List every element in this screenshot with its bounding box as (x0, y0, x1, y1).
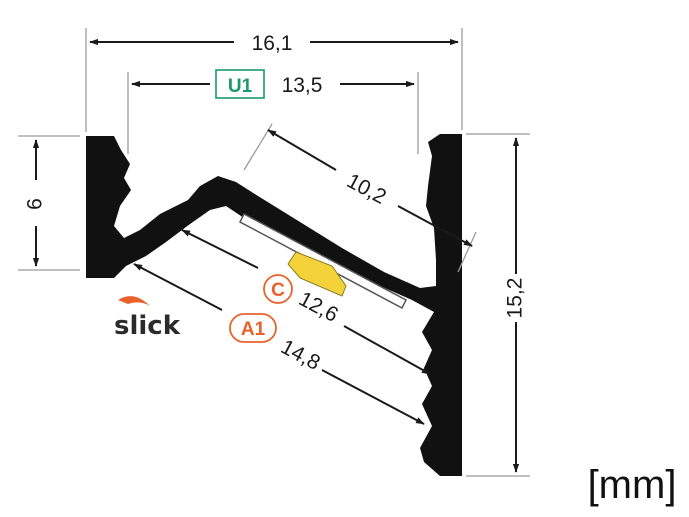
c-tag-circle (263, 274, 293, 304)
u1-tag: U1 (228, 76, 253, 97)
aluminum-profile (86, 134, 462, 476)
side-height-label: 6 (24, 198, 47, 210)
a1-tag-box (229, 313, 277, 343)
u1-tag-box (215, 69, 265, 99)
logo-swoosh-icon (118, 296, 150, 306)
led-width-label: 10,2 (343, 169, 390, 208)
total-height-label: 15,2 (504, 278, 527, 319)
unit-label: [mm] (588, 463, 677, 507)
logo-text: slick (114, 311, 181, 341)
dimension-side-height: 6 (24, 139, 47, 267)
dimension-inner-width: U1 13,5 (131, 69, 415, 99)
diffuser-a1-label: 14,8 (277, 335, 324, 374)
extension-lines (18, 28, 530, 477)
led-pcb (239, 212, 407, 310)
profile-body (86, 134, 462, 476)
c-tag: C (271, 280, 285, 301)
inner-width-label: 13,5 (282, 74, 323, 97)
dimension-total-width: 16,1 (89, 32, 459, 55)
dimension-total-height: 15,2 (504, 137, 527, 473)
led-strip (239, 212, 407, 310)
led-chip (287, 251, 347, 297)
total-width-label: 16,1 (252, 32, 293, 55)
a1-tag: A1 (241, 319, 266, 340)
slick-logo: slick (114, 296, 181, 341)
